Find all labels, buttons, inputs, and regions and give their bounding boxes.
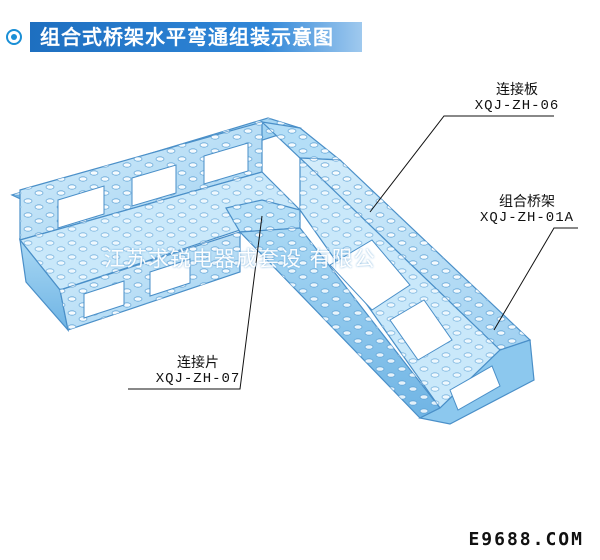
double-circle-icon <box>6 29 22 45</box>
callout-code: XQJ-ZH-06 <box>474 98 560 114</box>
callout-label: 组合桥架 <box>499 194 555 210</box>
callout-combined-tray: 组合桥架 XQJ-ZH-01A <box>462 194 592 226</box>
leader-line-connecting-piece <box>128 215 263 390</box>
site-url: E9688.COM <box>468 529 584 550</box>
header: 组合式桥架水平弯通组装示意图 <box>6 22 362 52</box>
callout-code: XQJ-ZH-01A <box>479 210 574 226</box>
watermark-text: 江苏求锐电器成套设 有限公 <box>104 247 376 271</box>
callout-code: XQJ-ZH-07 <box>155 371 241 387</box>
callout-connecting-plate: 连接板 XQJ-ZH-06 <box>452 82 582 114</box>
leader-line-connecting-plate <box>369 115 554 213</box>
callout-connecting-piece: 连接片 XQJ-ZH-07 <box>138 355 258 387</box>
connecting-plate <box>225 121 342 233</box>
callout-label: 连接板 <box>496 82 538 98</box>
page-title: 组合式桥架水平弯通组装示意图 <box>30 22 362 52</box>
straight-tray-diagonal <box>238 156 535 425</box>
leader-lines <box>128 115 578 390</box>
callout-label: 连接片 <box>177 355 219 371</box>
leader-line-combined-tray <box>493 227 578 331</box>
